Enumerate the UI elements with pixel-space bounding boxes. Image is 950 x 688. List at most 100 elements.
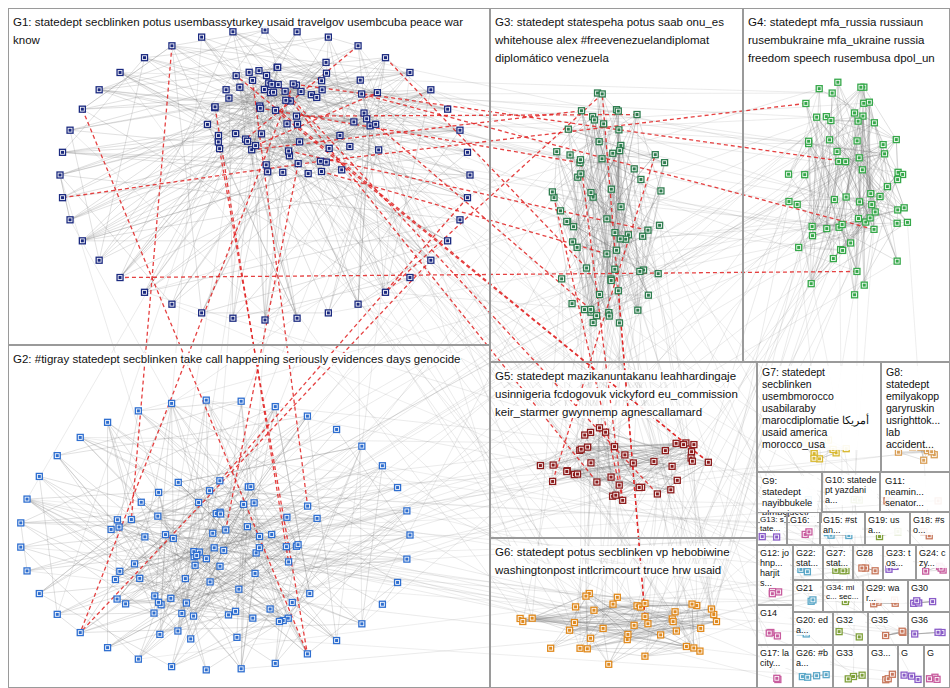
tie-line: [551, 604, 613, 648]
vertex: [275, 82, 281, 88]
vertex: [280, 169, 286, 175]
vertex: [245, 138, 251, 144]
vertex-image: [287, 149, 290, 152]
tie-line: [694, 445, 886, 636]
vertex: [199, 310, 205, 316]
tie-line: [832, 93, 874, 123]
vertex-image: [295, 115, 298, 118]
vertex: [357, 77, 363, 83]
vertex: [169, 301, 175, 307]
tie-line: [637, 115, 661, 191]
vertex-image: [310, 93, 313, 96]
vertex: [457, 217, 463, 223]
vertex-image: [61, 196, 64, 199]
tie-line: [326, 73, 360, 80]
tie-line: [811, 117, 826, 284]
tie-line: [158, 516, 229, 615]
vertex: [79, 238, 85, 244]
tie-line: [60, 175, 70, 220]
vertex-image: [69, 218, 72, 221]
tie-line: [407, 511, 902, 631]
tie-line: [328, 130, 460, 313]
tie-line: [617, 597, 700, 628]
tie-line: [241, 628, 701, 668]
tie-line: [171, 416, 308, 598]
tie-line: [570, 115, 637, 155]
tie-line: [236, 134, 588, 448]
tie-line: [202, 124, 298, 313]
tie-line: [594, 461, 654, 610]
tie-line: [108, 545, 298, 648]
tie-line: [206, 511, 406, 559]
tie-line: [834, 200, 857, 272]
tie-line: [138, 429, 336, 659]
vertex-image: [320, 170, 323, 173]
tie-line: [578, 177, 671, 490]
reply-tie: [218, 142, 307, 654]
tie-line: [591, 193, 644, 270]
vertex: [263, 162, 269, 168]
vertex-image: [81, 239, 84, 242]
tie-line: [226, 67, 277, 89]
tie-line: [557, 152, 609, 316]
vertex-image: [248, 71, 251, 74]
vertex-image: [206, 123, 209, 126]
vertex-image: [281, 171, 284, 174]
tie-line: [171, 446, 362, 598]
tie-line: [141, 502, 296, 546]
tie-line: [308, 506, 407, 511]
tie-line: [831, 120, 858, 122]
vertex-image: [259, 107, 262, 110]
vertex: [117, 275, 123, 281]
reply-tie: [385, 58, 586, 268]
tie-line: [567, 222, 591, 310]
vertex-image: [234, 132, 237, 135]
tie-line: [206, 466, 382, 559]
tie-line: [233, 278, 410, 319]
vertex: [284, 121, 290, 127]
vertex: [233, 73, 239, 79]
tie-line: [819, 89, 874, 123]
tie-line: [676, 622, 716, 631]
tie-line: [591, 117, 593, 193]
vertex-image: [376, 91, 379, 94]
vertex-image: [260, 132, 263, 135]
vertex-image: [238, 86, 241, 89]
tie-line: [789, 144, 809, 175]
vertex-image: [340, 168, 343, 171]
tie-line: [833, 82, 838, 258]
tie-line: [616, 445, 694, 496]
tie-line: [172, 403, 575, 622]
tie-line: [843, 172, 898, 250]
tie-line: [552, 153, 612, 192]
tie-line: [99, 37, 328, 90]
vertex: [250, 77, 256, 83]
tie-line: [27, 499, 275, 663]
vertex: [294, 121, 300, 127]
vertex: [294, 315, 300, 321]
vertex-image: [321, 88, 324, 91]
reply-tie: [296, 115, 637, 117]
tie-line: [27, 499, 185, 579]
vertex-image: [277, 83, 280, 86]
tie-line: [799, 197, 880, 248]
vertex-image: [61, 151, 64, 154]
tie-line: [172, 30, 265, 46]
tie-line: [99, 90, 255, 146]
tie-line: [141, 502, 288, 618]
tie-line: [574, 623, 700, 629]
tie-line: [861, 87, 904, 208]
vertex: [298, 89, 304, 95]
vertex-image: [338, 134, 341, 137]
vertex: [212, 104, 218, 110]
reply-tie: [256, 93, 378, 146]
tie-line: [254, 320, 265, 503]
tie-line: [213, 72, 249, 533]
tie-line: [620, 239, 638, 310]
vertex-image: [218, 147, 221, 150]
vertex-image: [458, 218, 461, 221]
vertex-image: [225, 88, 228, 91]
tie-line: [300, 58, 386, 142]
tie-line: [21, 520, 118, 547]
vertex-image: [227, 97, 230, 100]
